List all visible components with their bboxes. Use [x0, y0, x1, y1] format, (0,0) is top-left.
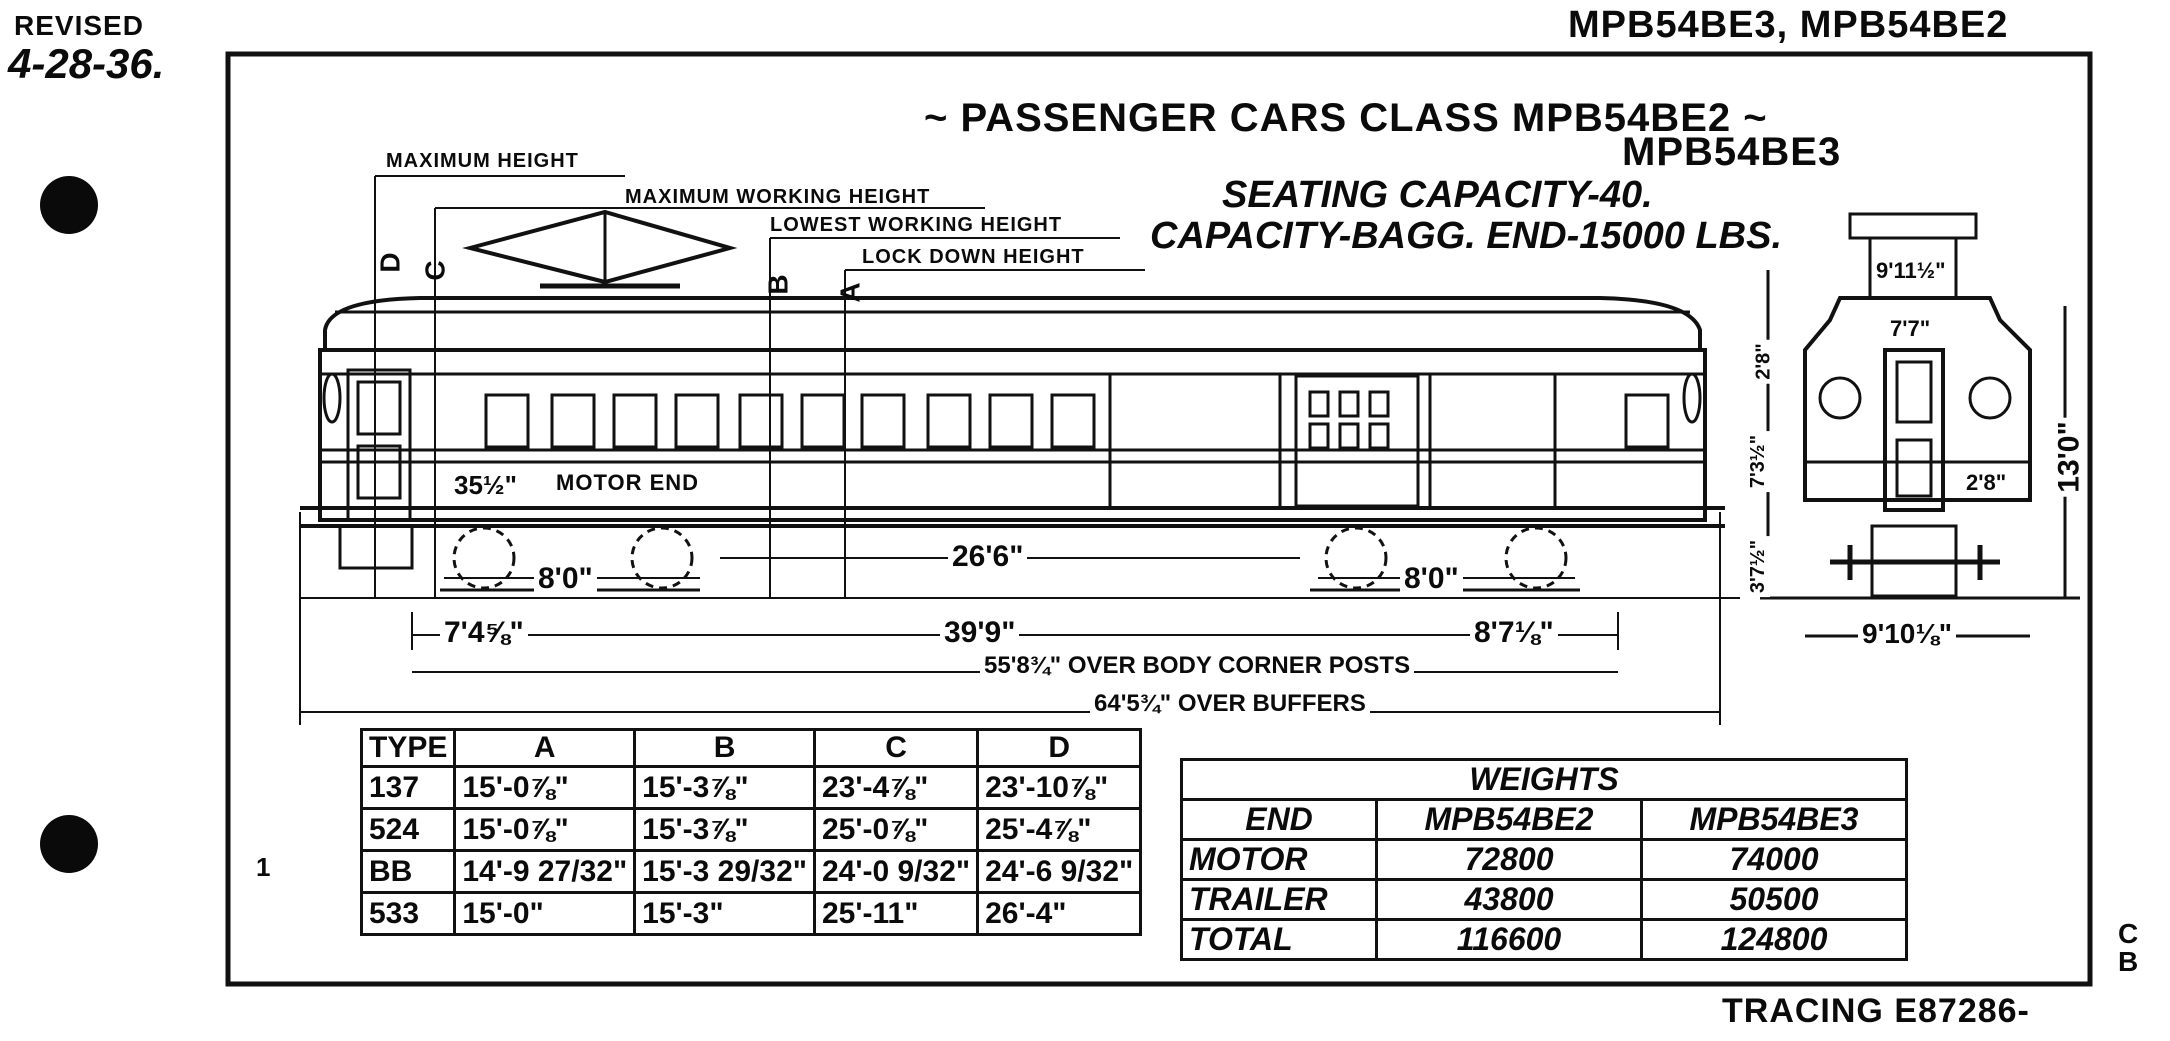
height-letter-b: B — [762, 273, 794, 295]
end-side-dim: 2'8" — [1962, 470, 2011, 496]
table-cell: 43800 — [1375, 878, 1643, 921]
revised-label: REVISED — [14, 10, 144, 41]
table-row: 533 15'-0" 15'-3" 25'-11" 26'-4" — [359, 891, 1143, 936]
table-header-row: TYPE A B C D — [359, 728, 1143, 768]
maximum-height-label: MAXIMUM HEIGHT — [386, 150, 579, 172]
table-cell: 15'-0" — [453, 891, 637, 936]
center-span-dim: 39'9" — [940, 616, 1020, 650]
over-corner-posts-dim: 55'8¾" OVER BODY CORNER POSTS — [980, 652, 1415, 680]
table-row: BB 14'-9 27/32" 15'-3 29/32" 24'-0 9/32"… — [359, 849, 1143, 894]
weights-title: WEIGHTS — [1180, 758, 1908, 801]
lowest-working-height-label: LOWEST WORKING HEIGHT — [770, 214, 1063, 236]
table-cell: TRAILER — [1180, 878, 1378, 921]
weights-table: WEIGHTS END MPB54BE2 MPB54BE3 MOTOR 7280… — [1180, 758, 1908, 961]
pantograph — [462, 209, 740, 300]
height-letter-a: A — [834, 281, 866, 303]
end-upper-height-dim: 2'8" — [1752, 339, 1776, 384]
table-cell: 15'-3" — [633, 891, 816, 936]
end-total-height-dim: 13'0" — [2052, 417, 2087, 497]
table-cell: 15'-3⅞" — [633, 807, 816, 852]
table-cell: MOTOR — [1180, 838, 1378, 881]
seating-capacity: SEATING CAPACITY-40. — [1222, 174, 1653, 216]
revised-date: 4-28-36. — [8, 40, 165, 87]
table-row: TRAILER 43800 50500 — [1180, 878, 1908, 921]
right-overhang-dim: 8'7⅛" — [1470, 616, 1558, 650]
left-truck-wheelbase-dim: 8'0" — [534, 562, 597, 596]
table-row: MOTOR 72800 74000 — [1180, 838, 1908, 881]
end-trolley-base-dim: 9'11½" — [1872, 258, 1950, 284]
table-cell: 72800 — [1375, 838, 1643, 881]
drawing-frame — [225, 51, 2093, 987]
truck-centers-dim: 26'6" — [948, 540, 1028, 574]
tracing-number: TRACING E87286- — [1722, 992, 2030, 1030]
table-cell: 23'-4⅞" — [812, 765, 980, 810]
table-cell: 25'-0⅞" — [812, 807, 980, 852]
table-cell: 15'-3⅞" — [633, 765, 816, 810]
table-cell: 533 — [359, 891, 457, 936]
table-row: TOTAL 116600 124800 — [1180, 918, 1908, 961]
col-header: TYPE — [359, 728, 457, 768]
table-cell: TOTAL — [1180, 918, 1378, 961]
table-cell: 26'-4" — [976, 891, 1143, 936]
col-header: MPB54BE3 — [1640, 798, 1908, 841]
margin-mark-1: 1 — [256, 852, 272, 882]
table-cell: 50500 — [1640, 878, 1908, 921]
table-row: 137 15'-0⅞" 15'-3⅞" 23'-4⅞" 23'-10⅞" — [359, 765, 1143, 810]
table-cell: 124800 — [1640, 918, 1908, 961]
col-header: MPB54BE2 — [1375, 798, 1643, 841]
table-cell: BB — [359, 849, 457, 894]
height-dimensions-table: TYPE A B C D 137 15'-0⅞" 15'-3⅞" 23'-4⅞"… — [359, 728, 1143, 936]
col-header: A — [453, 728, 637, 768]
top-right-classes: MPB54BE3, MPB54BE2 — [1568, 4, 2009, 46]
lock-down-height-label: LOCK DOWN HEIGHT — [862, 246, 1085, 268]
table-cell: 15'-0⅞" — [453, 807, 637, 852]
table-cell: 25'-11" — [812, 891, 980, 936]
end-roof-width-dim: 7'7" — [1886, 316, 1935, 342]
table-cell: 23'-10⅞" — [976, 765, 1143, 810]
table-cell: 24'-0 9/32" — [812, 849, 980, 894]
table-row: 524 15'-0⅞" 15'-3⅞" 25'-0⅞" 25'-4⅞" — [359, 807, 1143, 852]
table-cell: 15'-3 29/32" — [633, 849, 816, 894]
title-line-1: ~ PASSENGER CARS CLASS MPB54BE2 ~ — [924, 96, 1768, 140]
maximum-working-height-label: MAXIMUM WORKING HEIGHT — [625, 186, 931, 208]
col-header: END — [1180, 798, 1378, 841]
height-dimension-lines — [300, 175, 1740, 599]
weights-title-row: WEIGHTS — [1180, 758, 1908, 801]
col-header: C — [812, 728, 980, 768]
binder-hole-top — [40, 176, 98, 234]
table-cell: 137 — [359, 765, 457, 810]
end-offset-dim: 35½" — [450, 470, 521, 501]
left-overhang-dim: 7'4⅝" — [440, 616, 528, 650]
over-buffers-dim: 64'5¾" OVER BUFFERS — [1090, 690, 1370, 718]
col-header: D — [976, 728, 1143, 768]
table-cell: 24'-6 9/32" — [976, 849, 1143, 894]
table-cell: 14'-9 27/32" — [453, 849, 637, 894]
binder-hole-bottom — [40, 815, 98, 873]
height-letter-d: D — [374, 251, 406, 273]
height-letter-c: C — [419, 259, 451, 281]
table-cell: 15'-0⅞" — [453, 765, 637, 810]
table-cell: 524 — [359, 807, 457, 852]
end-overall-width-dim: 9'10⅛" — [1858, 618, 1957, 650]
end-lower-height-dim: 3'7½" — [1747, 535, 1771, 598]
table-header-row: END MPB54BE2 MPB54BE3 — [1180, 798, 1908, 841]
side-view-car-body — [300, 296, 1725, 570]
title-line-2: MPB54BE3 — [1622, 130, 1842, 174]
table-cell: 116600 — [1375, 918, 1643, 961]
baggage-capacity: CAPACITY-BAGG. END-15000 LBS. — [1150, 215, 1783, 257]
motor-end-label: MOTOR END — [556, 470, 700, 495]
table-cell: 74000 — [1640, 838, 1908, 881]
right-truck-wheelbase-dim: 8'0" — [1400, 562, 1463, 596]
col-header: B — [633, 728, 816, 768]
margin-mark-cb: C B — [2118, 918, 2140, 977]
table-cell: 25'-4⅞" — [976, 807, 1143, 852]
end-body-height-dim: 7'3½" — [1747, 430, 1771, 493]
